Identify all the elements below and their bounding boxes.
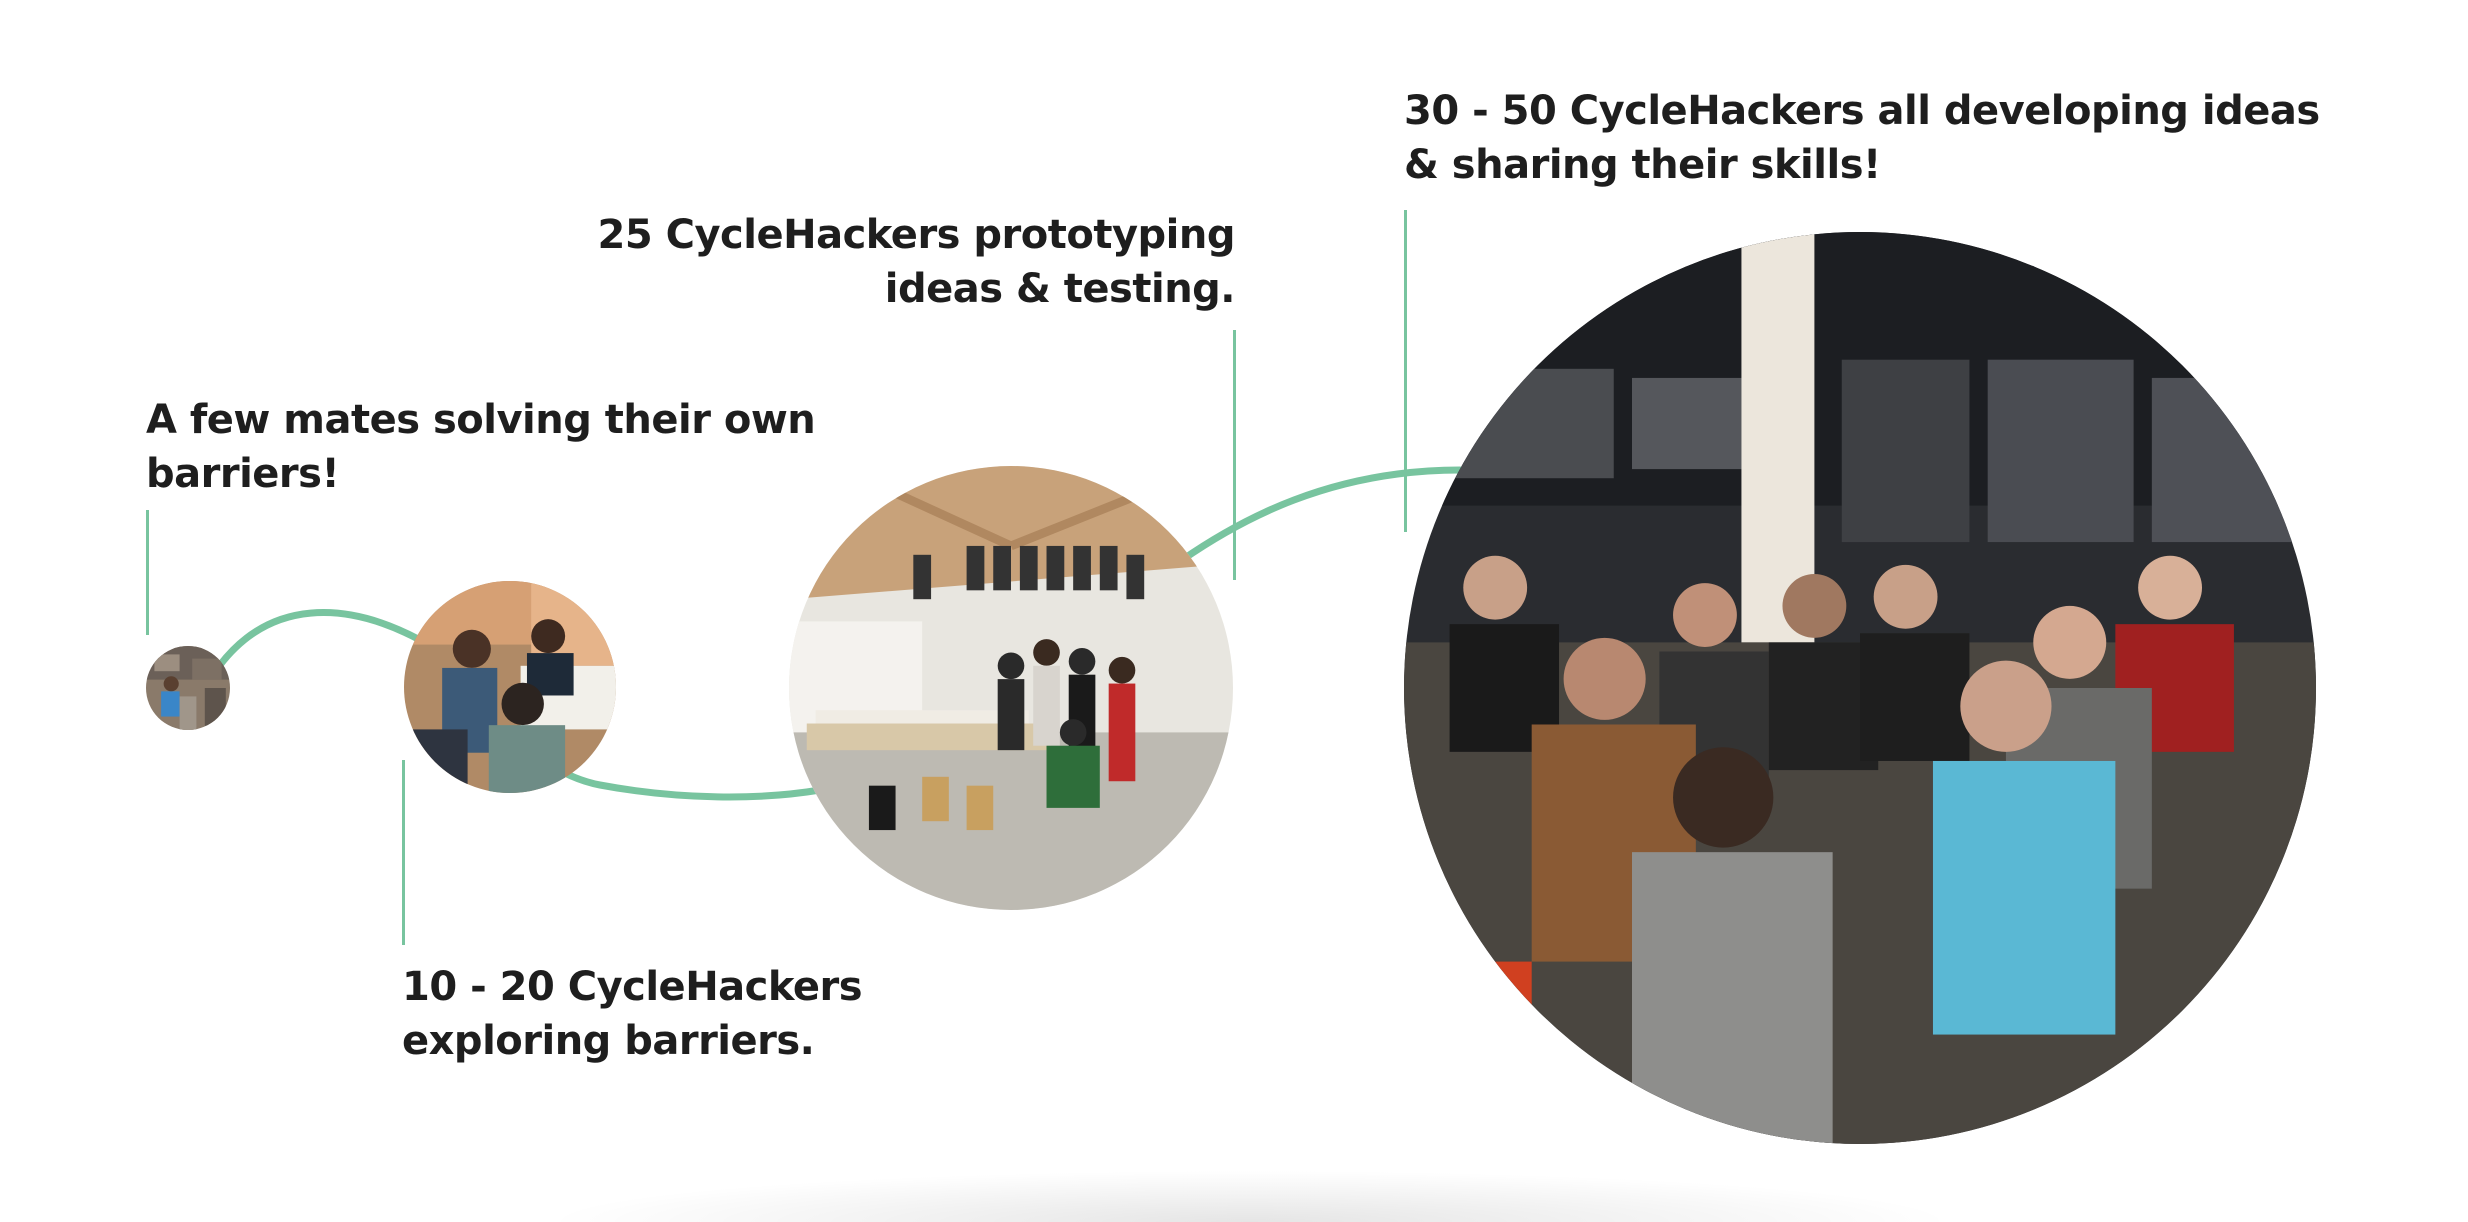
stage-2-connector [402, 760, 405, 945]
stage-1-caption: A few mates solving their own barriers! [146, 393, 816, 501]
stage-4-caption: 30 - 50 CycleHackers all developing idea… [1404, 84, 2320, 192]
stage-1-connector [146, 510, 149, 635]
stage-3-caption-line: ideas & testing. [884, 266, 1236, 312]
people-photo-icon [404, 581, 616, 793]
stage-3-caption: 25 CycleHackers prototyping ideas & test… [560, 208, 1236, 316]
stage-2-caption-line: exploring barriers. [402, 1018, 815, 1064]
curve-path [1178, 466, 1464, 564]
stage-2-caption-line: 10 - 20 CycleHackers [402, 964, 863, 1010]
stage-3-connector [1233, 330, 1236, 580]
workshop-photo-icon [789, 466, 1233, 910]
stage-4-connector [1404, 210, 1407, 532]
stage-1-photo [146, 646, 230, 730]
stage-2-photo [404, 581, 616, 793]
stage-4-caption-line: & sharing their skills! [1404, 142, 1881, 188]
stage-1-caption-line: A few mates solving their own [146, 397, 816, 443]
stage-4-photo [1404, 232, 2316, 1144]
stage-1-caption-line: barriers! [146, 451, 340, 497]
audience-photo-icon [1404, 232, 2316, 1144]
stage-2-caption: 10 - 20 CycleHackers exploring barriers. [402, 960, 863, 1068]
stage-4-caption-line: 30 - 50 CycleHackers all developing idea… [1404, 88, 2320, 134]
people-photo-icon [146, 646, 230, 730]
bottom-shadow [540, 1170, 1960, 1222]
stage-3-photo [789, 466, 1233, 910]
stage-3-caption-line: 25 CycleHackers prototyping [597, 212, 1236, 258]
